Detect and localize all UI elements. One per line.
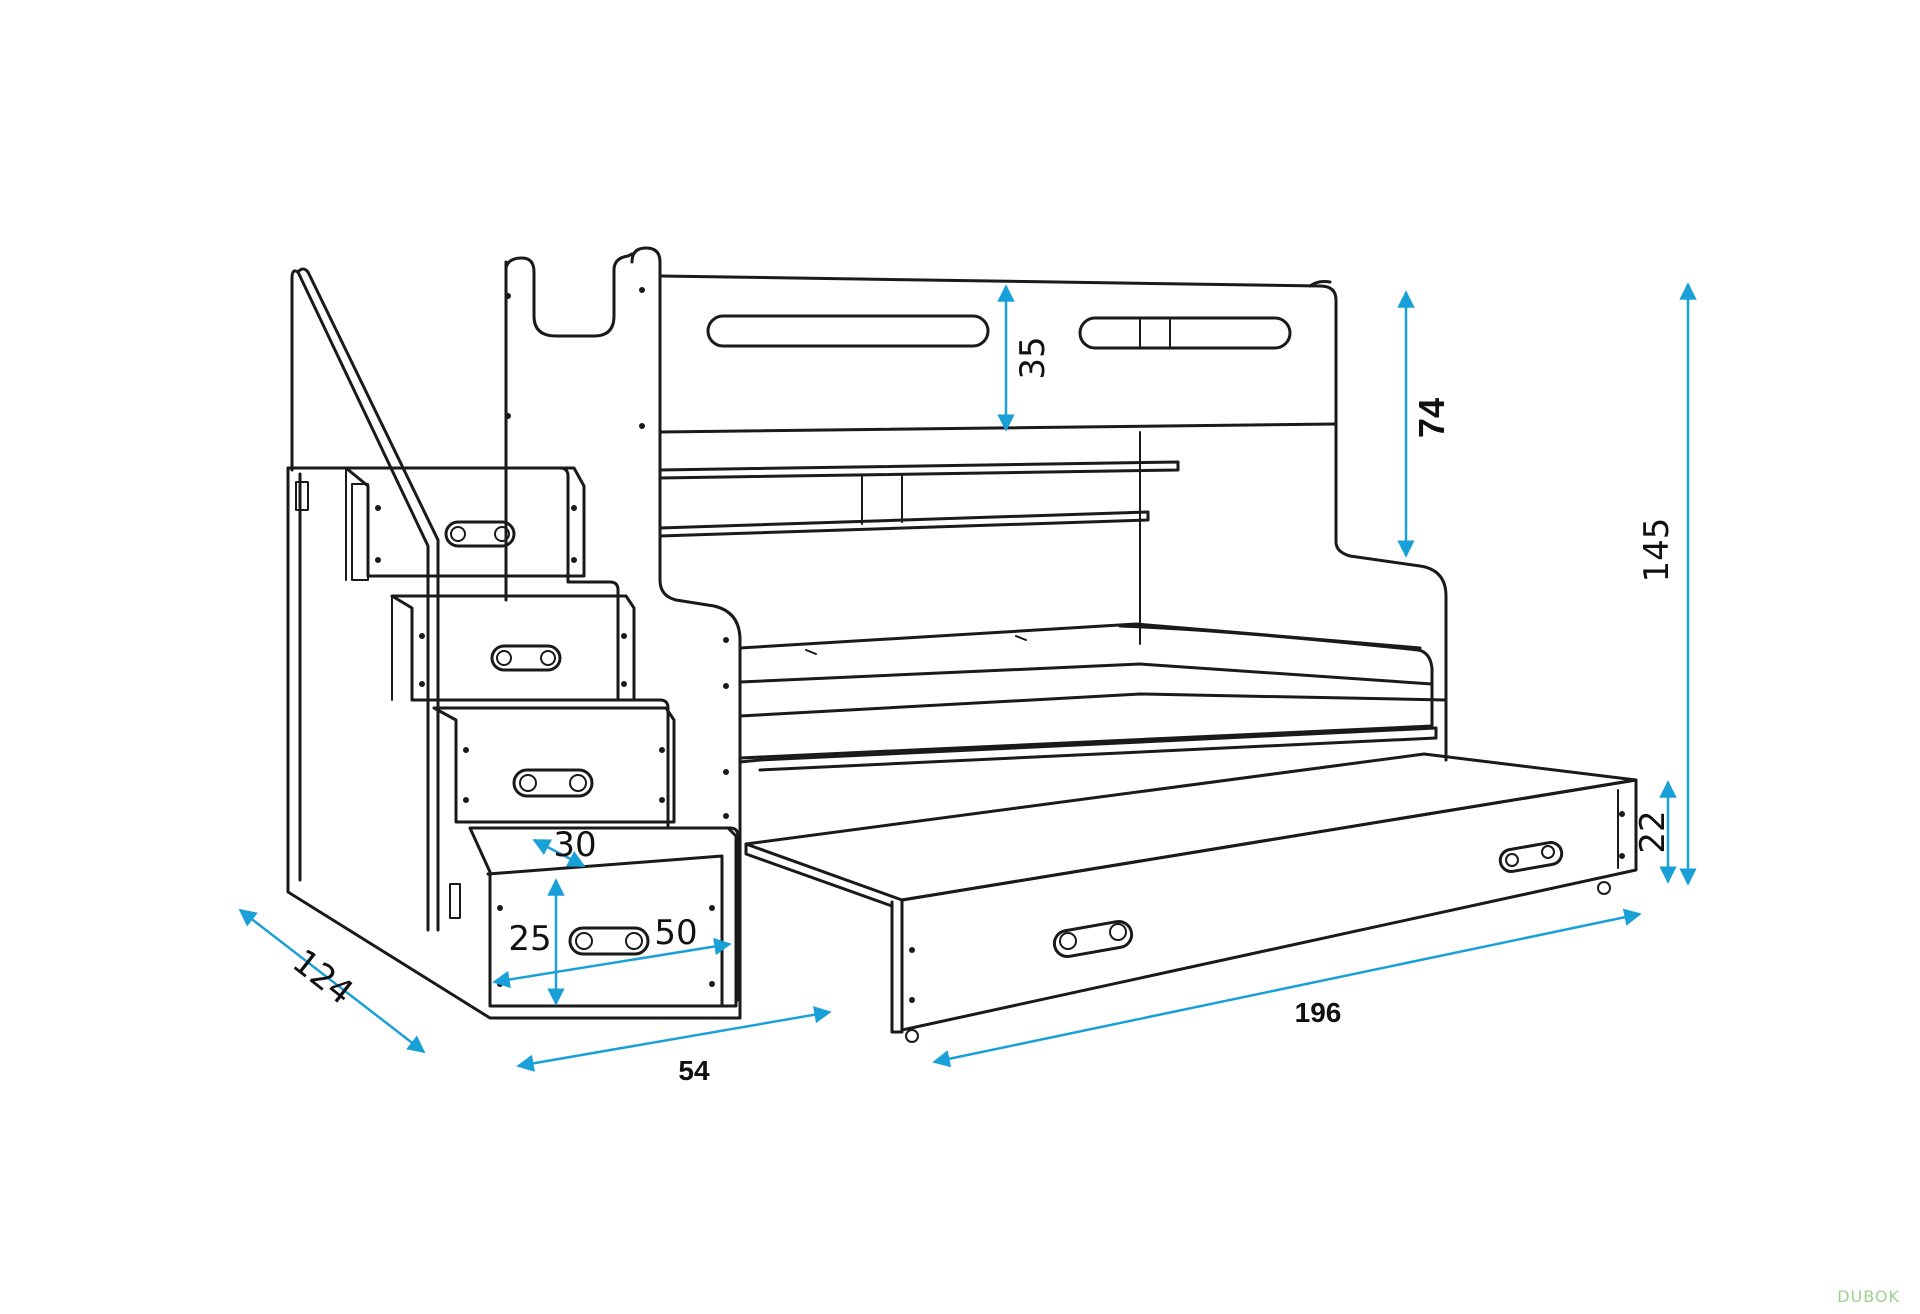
stair-width-label: 54 (678, 1055, 710, 1086)
stair-drawer-2[interactable] (390, 594, 636, 702)
trundle-drawer[interactable] (744, 752, 1638, 1043)
length-label: 196 (1295, 997, 1342, 1028)
headboard-slot-label: 35 (1013, 336, 1053, 379)
step-depth-label: 30 (553, 825, 596, 865)
step-width-label: 50 (654, 913, 697, 953)
stair-drawer-3[interactable] (432, 706, 676, 824)
total-height-label: 145 (1637, 518, 1677, 583)
bed-frame (504, 246, 1448, 1002)
upper-panel-label: 74 (1411, 398, 1452, 438)
step-height-label: 25 (508, 919, 551, 959)
length-dimension-line (932, 908, 1642, 1068)
depth-dimension-line (238, 908, 426, 1054)
step-depth-dimension-line (532, 838, 586, 868)
watermark: DUBOK (1837, 1287, 1900, 1306)
step-width-dimension-line (492, 937, 732, 989)
drawer-height-label: 22 (1633, 810, 1673, 853)
stair-width-dimension-line (516, 1006, 832, 1072)
stair-drawer-1[interactable] (344, 466, 586, 581)
staircase (286, 267, 742, 1020)
